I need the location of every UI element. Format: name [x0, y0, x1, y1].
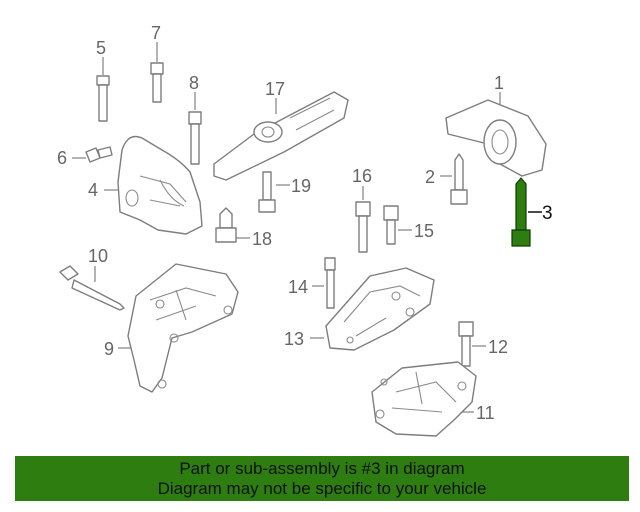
footer-banner: Part or sub-assembly is #3 in diagram Di… — [15, 456, 629, 501]
callout-7: 7 — [151, 23, 161, 43]
part-2-bolt[interactable] — [440, 153, 468, 205]
part-16-bolt[interactable] — [355, 186, 371, 253]
part-5-bolt[interactable] — [96, 57, 110, 122]
callout-19: 19 — [291, 176, 311, 196]
part-17-strut[interactable] — [213, 91, 349, 181]
part-4-mount[interactable] — [104, 135, 203, 235]
part-18-bolt[interactable] — [215, 207, 250, 243]
callout-15: 15 — [414, 221, 434, 241]
callout-10: 10 — [88, 246, 108, 266]
part-6-bolt[interactable] — [72, 146, 113, 163]
callout-9: 9 — [104, 339, 114, 359]
part-10-bolt[interactable] — [59, 265, 125, 311]
part-3-shank — [515, 177, 527, 231]
callout-4: 4 — [88, 180, 98, 200]
callout-17: 17 — [265, 79, 285, 99]
part-1-mount[interactable] — [445, 92, 547, 177]
part-7-bolt[interactable] — [150, 42, 164, 103]
callout-3: 3 — [542, 203, 553, 224]
part-19-bolt[interactable] — [258, 171, 290, 213]
callout-1: 1 — [494, 73, 504, 93]
callout-14: 14 — [288, 277, 308, 297]
callout-2: 2 — [425, 167, 435, 187]
part-3-bolt-highlighted[interactable] — [511, 177, 542, 247]
callout-18: 18 — [252, 229, 272, 249]
banner-line-2: Diagram may not be specific to your vehi… — [157, 479, 487, 498]
callout-13: 13 — [284, 329, 304, 349]
part-3-head — [511, 229, 531, 247]
callout-8: 8 — [189, 73, 199, 93]
part-14-bolt[interactable] — [312, 257, 336, 309]
part-13-plate[interactable] — [310, 267, 435, 351]
callout-12: 12 — [488, 337, 508, 357]
part-8-bolt[interactable] — [188, 92, 202, 165]
callout-11: 11 — [476, 403, 495, 423]
callout-16: 16 — [352, 166, 372, 186]
part-15-bolt[interactable] — [383, 205, 412, 245]
callout-6: 6 — [57, 148, 67, 168]
part-11-mount[interactable] — [371, 361, 477, 437]
part-9-bracket[interactable] — [118, 263, 239, 393]
callout-5: 5 — [96, 38, 106, 58]
banner-line-1: Part or sub-assembly is #3 in diagram — [179, 459, 465, 478]
parts-diagram: 5 7 8 6 4 17 19 — [57, 23, 553, 437]
part-12-bolt[interactable] — [458, 321, 486, 367]
